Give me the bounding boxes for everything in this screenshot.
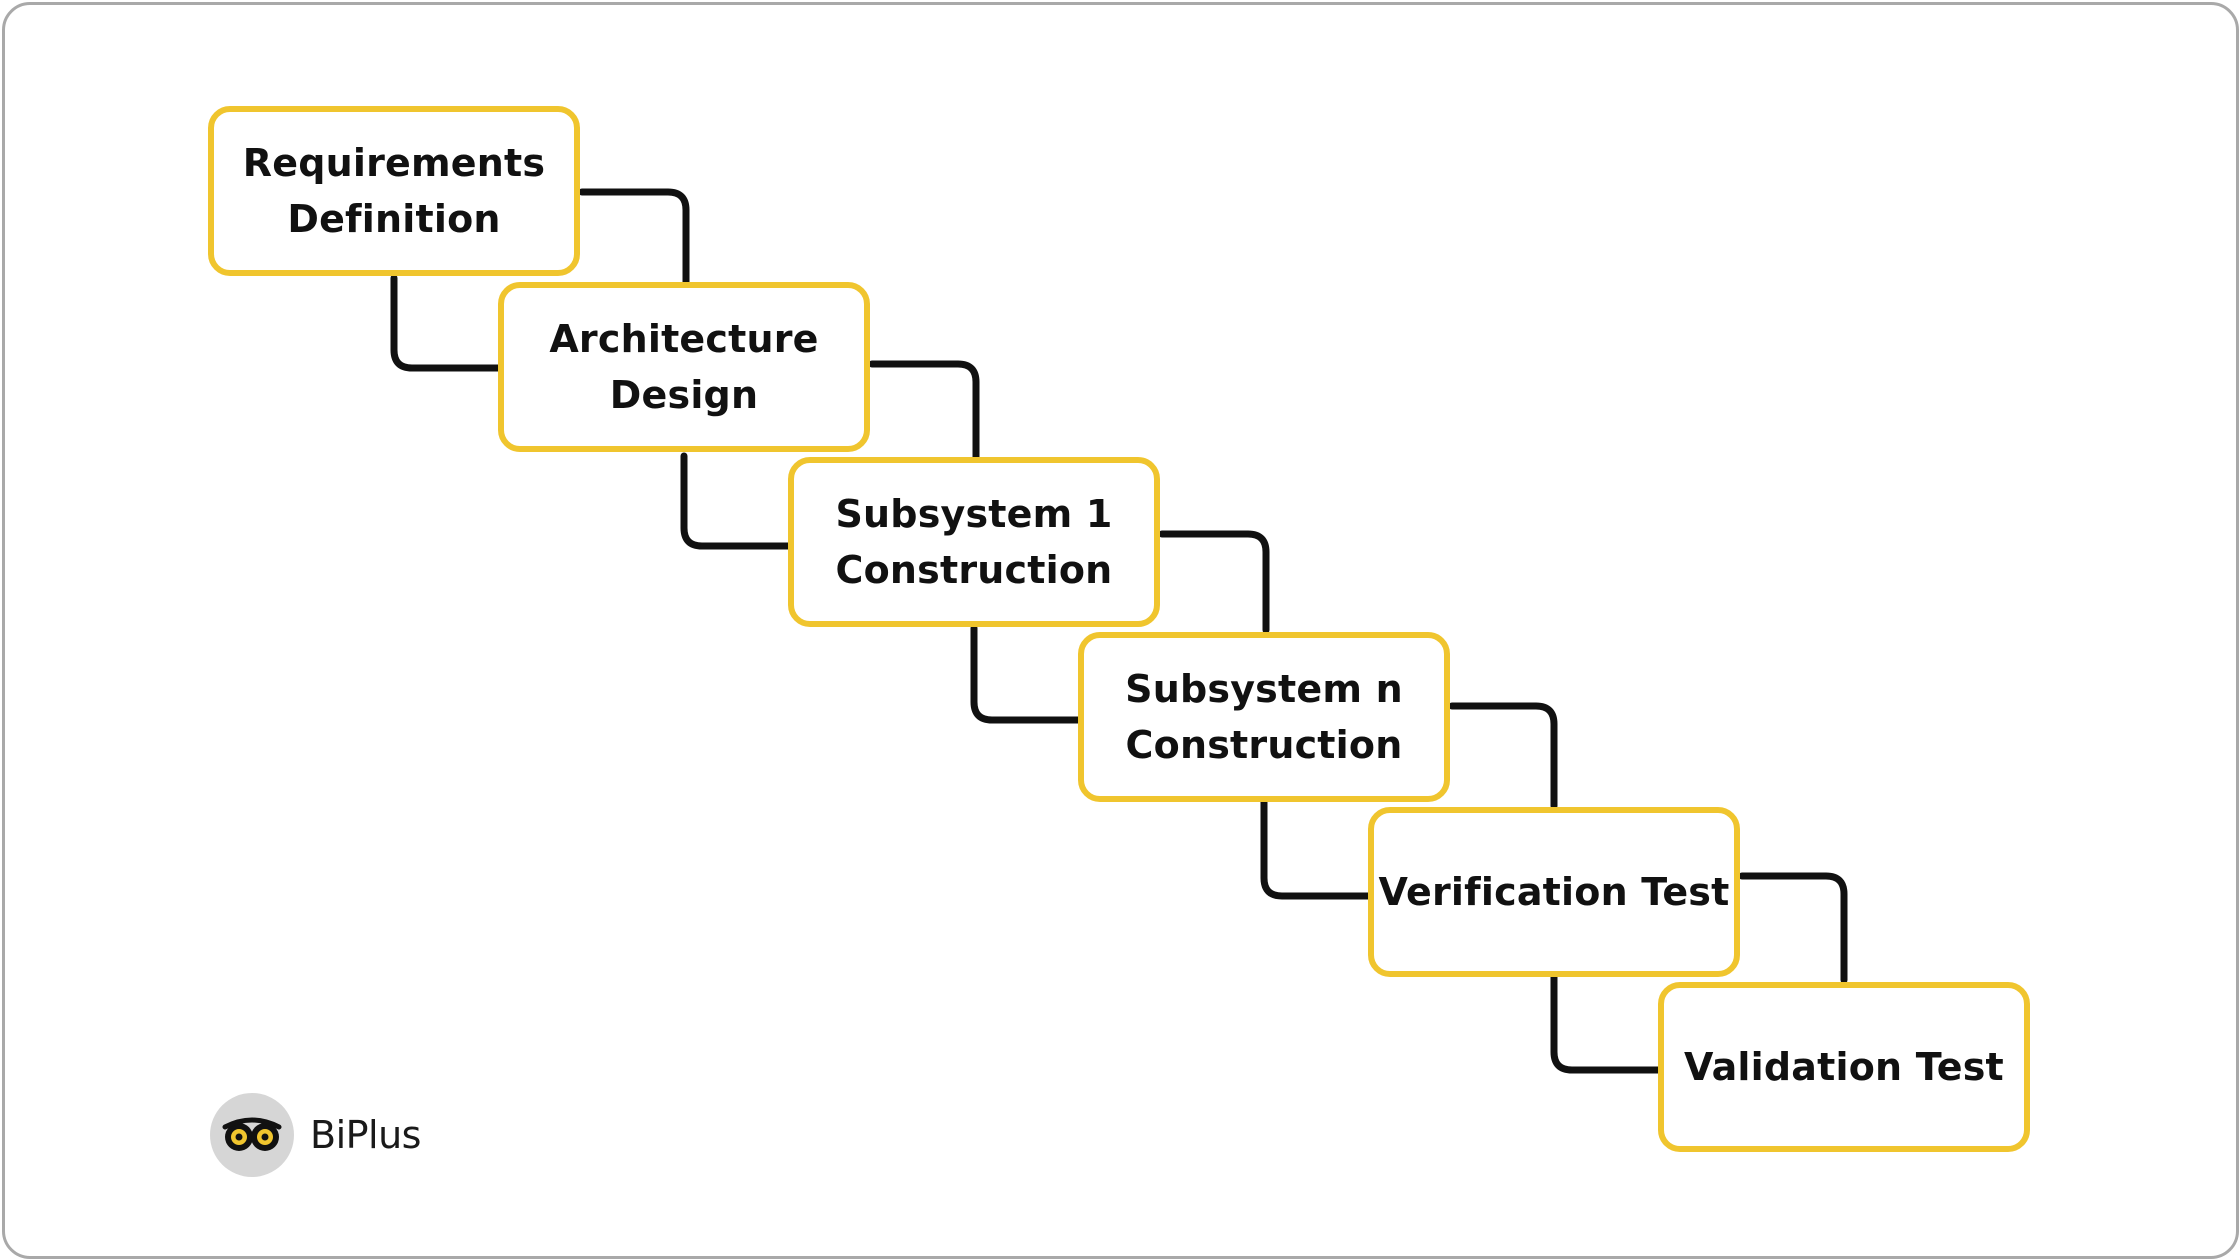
connector-return-1 [390, 274, 504, 372]
connector-forward-1 [578, 188, 690, 286]
connector-forward-5 [1738, 872, 1848, 984]
step-label: Subsystem 1 Construction [835, 492, 1113, 592]
brand-name: BiPlus [310, 1113, 421, 1157]
step-validation-test: Validation Test [1658, 982, 2030, 1152]
connector-forward-4 [1448, 702, 1558, 810]
step-requirements-definition: Requirements Definition [208, 106, 580, 276]
step-architecture-design: Architecture Design [498, 282, 870, 452]
step-label: Validation Test [1684, 1045, 2004, 1089]
step-label: Subsystem n Construction [1125, 667, 1403, 767]
step-label: Verification Test [1378, 870, 1730, 914]
connector-forward-3 [1158, 530, 1270, 634]
connector-return-2 [680, 452, 794, 550]
step-subsystem-n-construction: Subsystem n Construction [1078, 632, 1450, 802]
step-subsystem-1-construction: Subsystem 1 Construction [788, 457, 1160, 627]
connector-return-3 [970, 624, 1084, 724]
step-label: Requirements Definition [242, 141, 546, 241]
step-label: Architecture Design [549, 317, 819, 417]
owl-eyes-icon [210, 1093, 294, 1177]
brand-logo: BiPlus [210, 1093, 421, 1177]
step-verification-test: Verification Test [1368, 807, 1740, 977]
connector-return-5 [1550, 972, 1664, 1074]
connector-return-4 [1260, 798, 1374, 900]
connector-forward-2 [868, 360, 980, 462]
